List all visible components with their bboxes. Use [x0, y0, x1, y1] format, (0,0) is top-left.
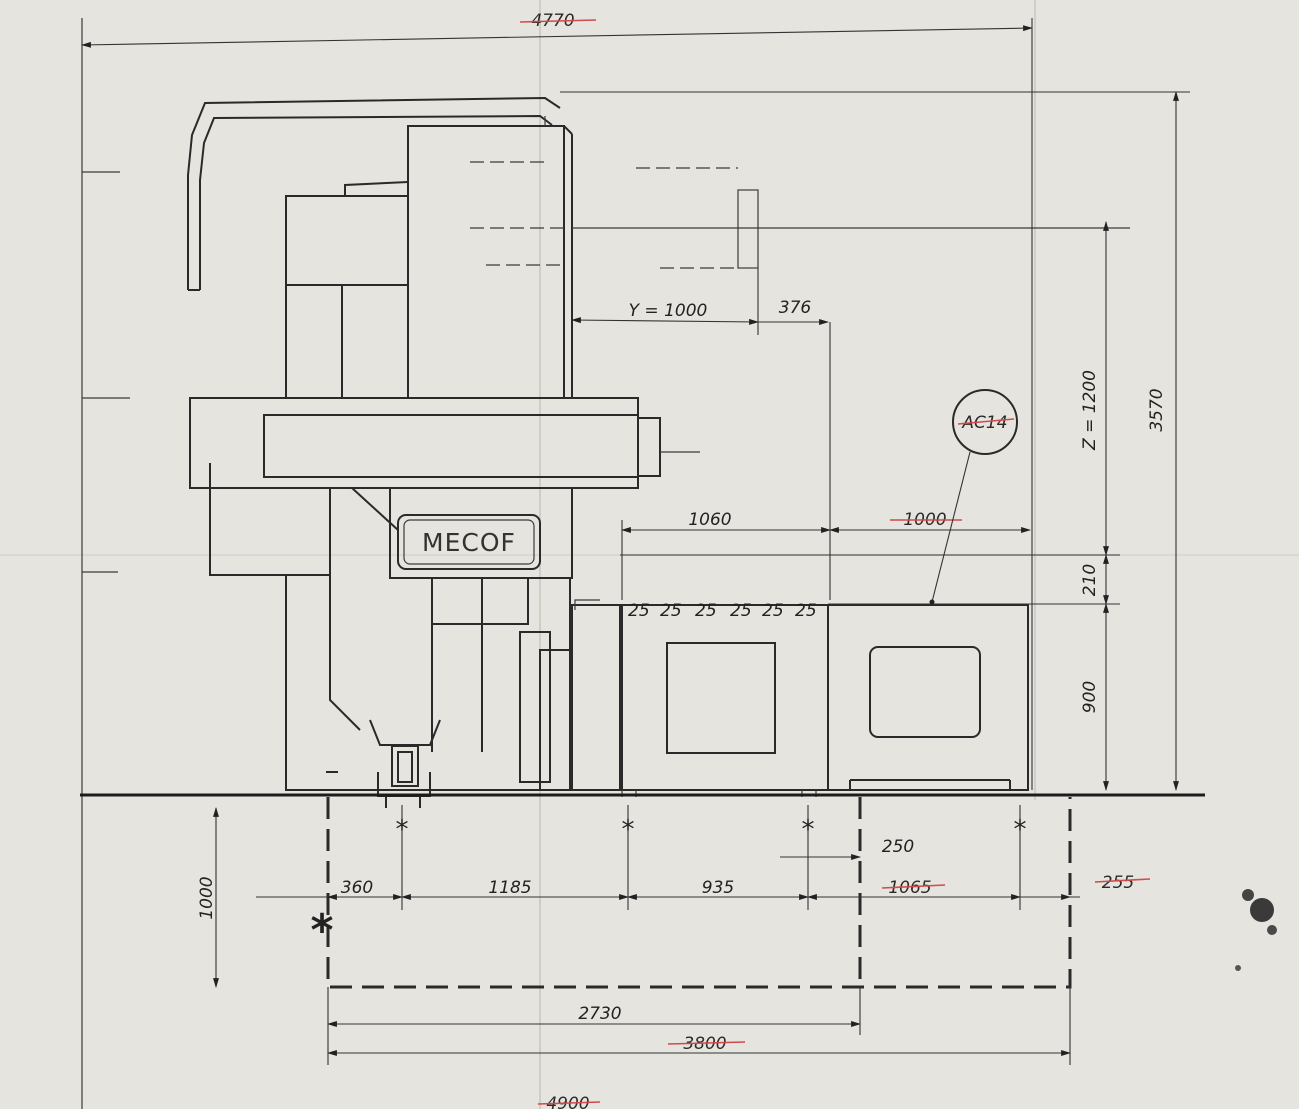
dim-255-label: 255	[1102, 873, 1134, 893]
anchor-marker-3: *	[802, 815, 815, 845]
dim-210-label: 210	[1080, 564, 1100, 596]
anchor-marker-1: *	[396, 815, 409, 845]
anchor-marker-4: *	[1014, 815, 1027, 845]
dim-250-label: 250	[882, 837, 914, 857]
t-slots: 25 25 25 25 25 25	[628, 601, 817, 621]
callout-ac14: AC14	[929, 389, 1018, 605]
svg-text:25: 25	[660, 601, 682, 621]
mecof-logo: MECOF	[422, 528, 516, 557]
dim-1065-label: 1065	[888, 878, 931, 898]
ink-stain	[1235, 889, 1277, 971]
dim-3570-label: 3570	[1147, 388, 1167, 431]
machine-body: MECOF	[187, 96, 700, 808]
callout-ac14-label: AC14	[961, 413, 1007, 433]
pallet	[827, 604, 1029, 791]
dim-2730-label: 2730	[578, 1004, 621, 1024]
svg-text:25: 25	[628, 601, 650, 621]
svg-text:25: 25	[730, 601, 752, 621]
svg-text:25: 25	[695, 601, 717, 621]
work-table: 25 25 25 25 25 25	[619, 601, 1029, 797]
cable-arm	[187, 96, 561, 291]
anchor-marker-2: *	[622, 815, 635, 845]
ram	[189, 397, 639, 489]
mecof-logo-plate	[397, 514, 541, 570]
anchor-markers: * * * * *	[310, 815, 1026, 956]
svg-text:25: 25	[795, 601, 817, 621]
dim-4900-label: 4900	[546, 1094, 589, 1109]
svg-text:25: 25	[762, 601, 784, 621]
dim-900-label: 900	[1080, 681, 1100, 713]
dim-1000-left-label: 1000	[197, 876, 217, 919]
dim-360-label: 360	[341, 878, 373, 898]
dim-z-travel-label: Z = 1200	[1080, 370, 1100, 451]
dim-y-travel-label: Y = 1000	[629, 301, 708, 321]
dim-376-label: 376	[779, 298, 812, 318]
foundation-outline	[326, 797, 1072, 989]
left-border-marks	[81, 18, 130, 1109]
dim-3800-label: 3800	[683, 1034, 726, 1054]
dimension-lines: 4770 3570 Z = 1200 210 900 Y = 1000 376 …	[81, 11, 1190, 1109]
dim-1060-label: 1060	[688, 510, 731, 530]
dim-935-label: 935	[702, 878, 734, 898]
anchor-marker-reference: *	[310, 905, 333, 956]
reach-outlines	[470, 161, 1130, 269]
dim-1185-label: 1185	[488, 878, 531, 898]
